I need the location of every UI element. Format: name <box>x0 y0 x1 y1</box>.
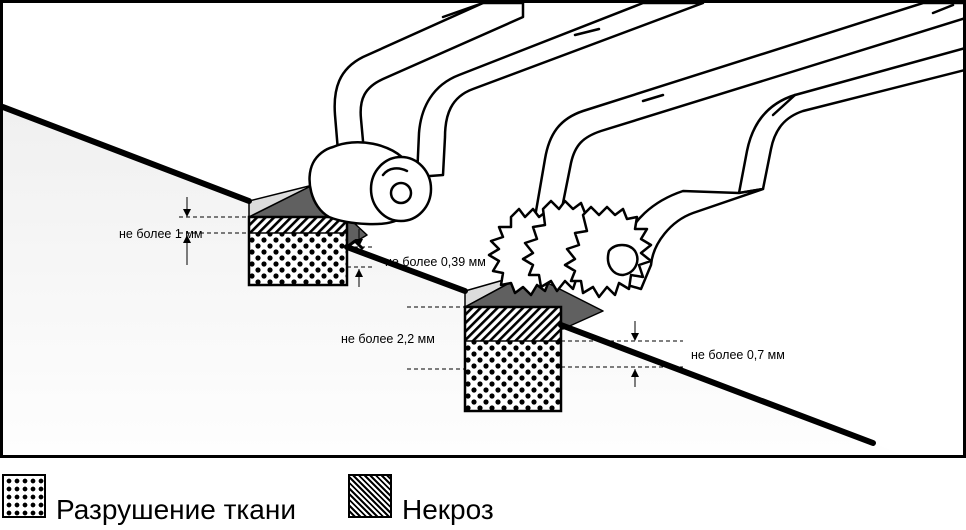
cut-2-destruction-layer <box>465 341 561 411</box>
depth-label-1: не более 1 мм <box>119 227 202 241</box>
depth-label-3: не более 2,2 мм <box>341 332 435 346</box>
depth-label-4: не более 0,7 мм <box>691 348 785 362</box>
legend-tissue-label: Разрушение ткани <box>56 494 296 525</box>
legend-tissue-destruction: Разрушение ткани <box>2 462 296 526</box>
cut-2-outline <box>463 305 563 413</box>
gear-electrode-icon <box>487 3 963 299</box>
hatch-pattern-icon <box>348 474 392 518</box>
cut-1 <box>247 184 368 287</box>
surface-edge-right <box>558 322 876 446</box>
roller-electrode-icon <box>308 3 705 226</box>
cut-2-necrosis-layer <box>465 307 561 341</box>
dimension-markers <box>179 197 683 387</box>
surface-edge-middle <box>344 244 468 294</box>
diagram-frame: не более 1 мм не более 0,39 мм не более … <box>0 0 966 458</box>
cut-2 <box>463 272 604 413</box>
dots-pattern-icon <box>2 474 46 518</box>
depth-label-2: не более 0,39 мм <box>385 255 486 269</box>
cut-1-necrosis-layer <box>249 217 347 233</box>
cut-1-destruction-layer <box>249 233 347 285</box>
diagram-canvas: не более 1 мм не более 0,39 мм не более … <box>3 3 963 455</box>
legend-necrosis: Некроз <box>348 462 494 526</box>
surface-edge-left <box>3 104 252 204</box>
legend-necrosis-label: Некроз <box>402 494 494 525</box>
cut-1-outline <box>247 215 349 287</box>
